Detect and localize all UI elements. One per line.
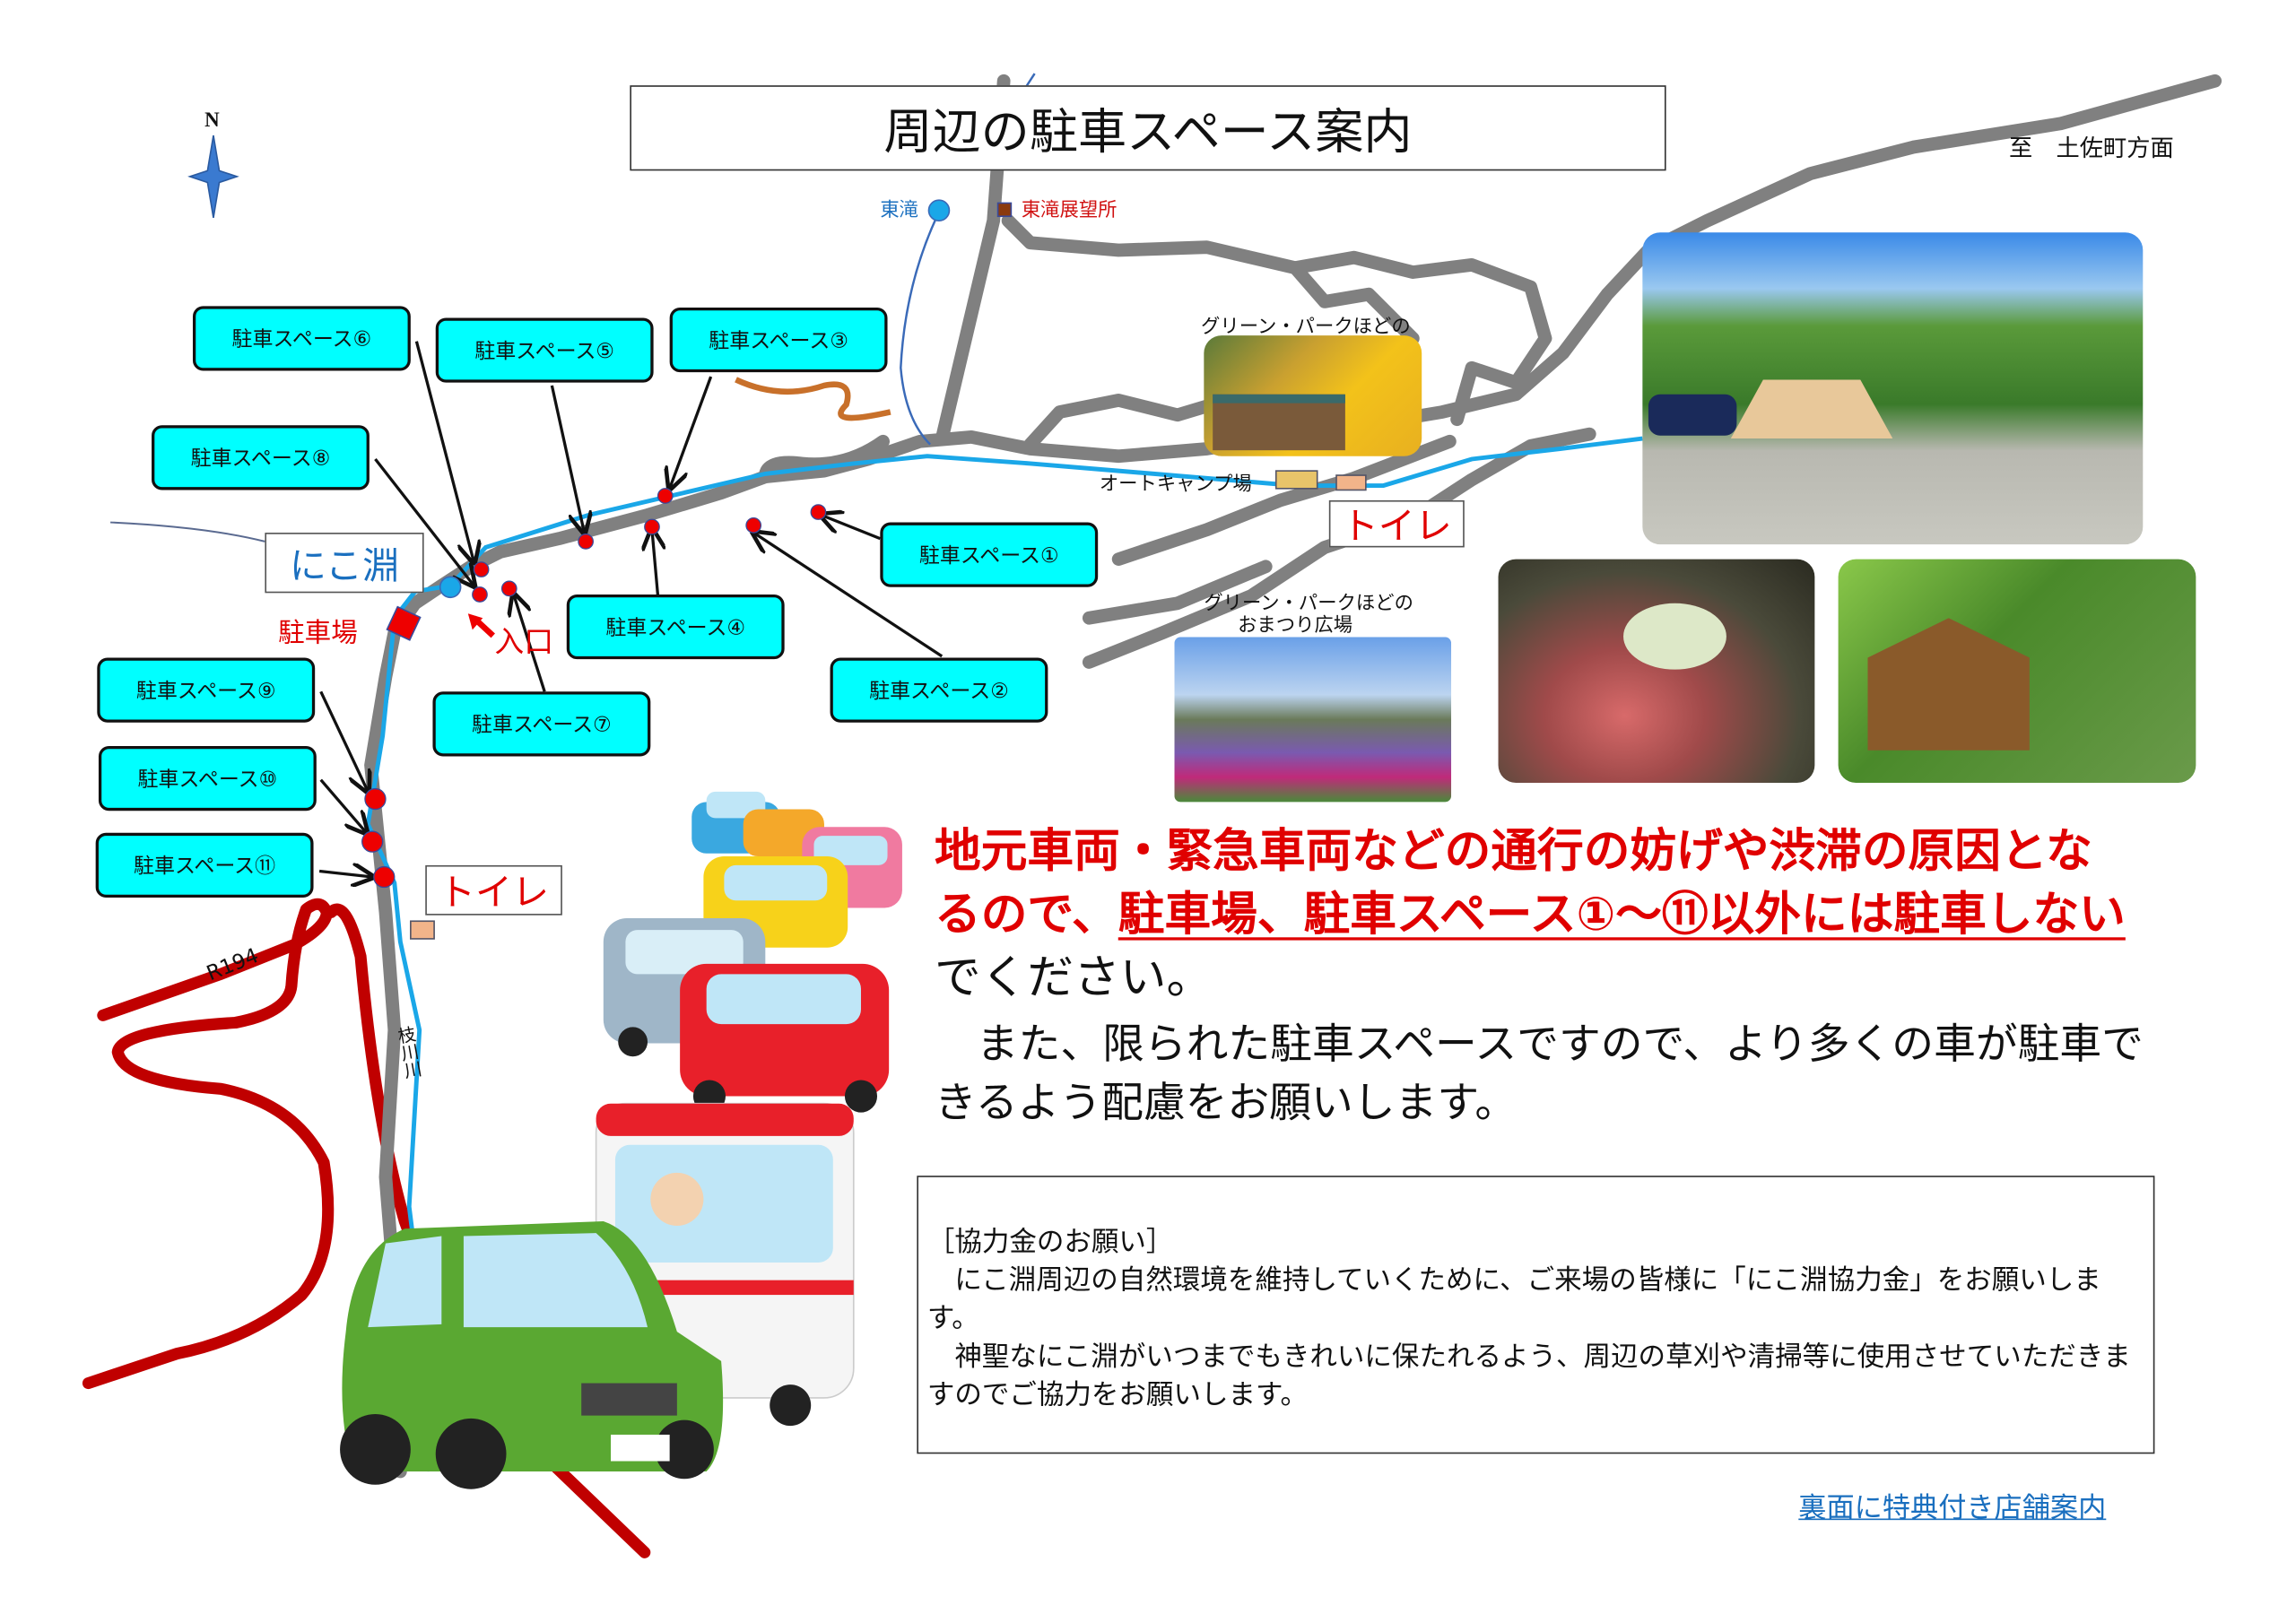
parking-lot-marker: [386, 605, 422, 641]
higashi-taki-marker: [927, 199, 951, 221]
page-title: 周辺の駐車スペース案内: [630, 85, 1666, 171]
stream: [110, 521, 265, 542]
direction-label: 至 土佐町方面: [2008, 134, 2174, 162]
green-park-photo: [1204, 335, 1422, 456]
notice-text-emphasis: 駐車場、駐車スペース①～⑪以外には駐車しない: [1118, 889, 2126, 942]
toilet-marker: [1335, 474, 1367, 491]
parking-space-2-label: 駐車スペース②: [830, 657, 1048, 723]
nikobuchi-label: にこ淵: [265, 533, 424, 594]
back-side-shops-link[interactable]: 裏面に特典付き店舗案内: [1798, 1491, 2107, 1525]
parking-space-8-label: 駐車スペース⑧: [152, 425, 370, 490]
donation-heading: ［協力金のお願い］: [926, 1227, 1174, 1259]
toilet-label-park: トイレ: [1328, 499, 1465, 548]
trail: [735, 377, 891, 421]
parking-space-3-label: 駐車スペース③: [669, 307, 888, 373]
parking-marker: [657, 488, 674, 504]
parking-marker: [472, 586, 488, 603]
parking-space-1-label: 駐車スペース①: [880, 522, 1099, 587]
bbq-food-photo: [1498, 559, 1815, 784]
green-car-icon: [340, 1221, 724, 1489]
autocamp-label: オートキャンプ場: [1099, 473, 1252, 497]
parking-space-markers: [361, 488, 827, 889]
parking-marker: [810, 504, 827, 520]
parking-marker: [373, 865, 396, 889]
parking-space-4-label: 駐車スペース④: [566, 594, 785, 660]
green-park-label: グリーン・パークほどの: [1201, 316, 1411, 339]
autocamp-marker: [1274, 470, 1318, 490]
festival-plaza-photo: [1174, 637, 1452, 803]
parking-marker: [361, 830, 384, 853]
toilet-label: トイレ: [425, 864, 562, 916]
entrance-arrowhead-icon: [467, 613, 483, 630]
parking-marker: [500, 580, 517, 597]
log-cabin-photo: [1838, 559, 2196, 784]
parking-space-7-label: 駐車スペース⑦: [432, 691, 651, 757]
parking-marker: [578, 534, 594, 550]
compass-icon: [187, 135, 239, 219]
parking-space-10-label: 駐車スペース⑩: [98, 745, 317, 812]
higashi-taki-viewpoint-label: 東滝展望所: [1021, 200, 1118, 222]
donation-box: ［協力金のお願い］ にこ淵周辺の自然環境を維持していくために、ご来場の皆様に「に…: [917, 1176, 2155, 1454]
parking-marker: [473, 561, 490, 577]
donation-paragraph-2: 神聖なにこ淵がいつまでもきれいに保たれるよう、周辺の草刈や清掃等に使用させていた…: [926, 1341, 2131, 1411]
compass-n-label: N: [204, 108, 220, 131]
label-arrows: [318, 341, 944, 877]
campsite-photo: [1642, 232, 2144, 545]
red-car-icon: [680, 963, 890, 1113]
parking-marker: [644, 518, 660, 535]
notice-text-3: でください。: [935, 951, 1213, 1005]
toilet-marker: [410, 920, 435, 940]
donation-paragraph-1: にこ淵周辺の自然環境を維持していくために、ご来場の皆様に「にこ淵協力金」をお願い…: [926, 1265, 2101, 1335]
parking-space-6-label: 駐車スペース⑥: [192, 306, 411, 371]
notice-text-1: 地元車両・緊急車両などの通行の妨げや渋滞の原因となるので、: [935, 825, 2092, 942]
viewpoint-marker: [996, 202, 1013, 218]
parking-space-5-label: 駐車スペース⑤: [435, 317, 654, 383]
nikobuchi-marker: [439, 576, 462, 599]
no-parking-notice: 地元車両・緊急車両などの通行の妨げや渋滞の原因となるので、駐車場、駐車スペース①…: [935, 821, 2134, 1011]
parking-space-11-label: 駐車スペース⑪: [95, 832, 314, 898]
entrance-label: 入口: [494, 623, 554, 660]
consideration-notice: また、限られた駐車スペースですので、より多くの車が駐車できるよう配慮をお願いしま…: [935, 1020, 2144, 1128]
festival-plaza-label-2: おまつり広場: [1238, 614, 1353, 638]
parking-lot-label: 駐車場: [278, 618, 358, 649]
higashi-taki-label: 東滝: [880, 200, 919, 222]
parking-space-9-label: 駐車スペース⑨: [97, 657, 316, 723]
parking-marker: [745, 516, 762, 534]
festival-plaza-label-1: グリーン・パークほどの: [1204, 593, 1413, 615]
parking-marker: [364, 787, 387, 811]
traffic-jam-illustration: [340, 791, 902, 1489]
